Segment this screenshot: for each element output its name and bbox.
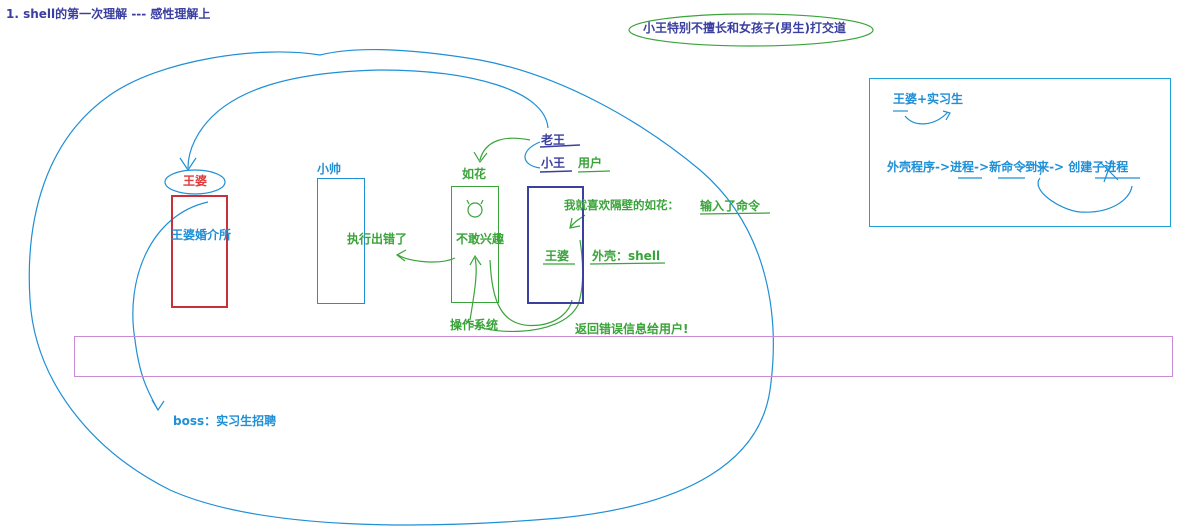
not-interested-label: 不敢兴趣	[456, 232, 505, 246]
shell-label: 外壳：shell	[592, 249, 661, 263]
shell-box	[527, 186, 584, 304]
right-panel-title: 王婆+实习生	[893, 92, 964, 106]
xiaoshuai-box	[317, 178, 365, 304]
laowang-label: 老王	[541, 133, 566, 147]
boss-arrow	[132, 201, 209, 411]
right-panel	[869, 78, 1171, 227]
error-label: 执行出错了	[347, 232, 408, 246]
user-label: 用户	[578, 156, 603, 170]
xiaoshuai-label: 小帅	[317, 162, 342, 176]
ruhua-box	[451, 186, 499, 303]
xiaowang-label: 小王	[541, 156, 566, 170]
wangpo-agency-box	[171, 195, 228, 308]
os-label: 操作系统	[450, 318, 499, 332]
wangpo-shell-label: 王婆	[545, 249, 570, 263]
page-heading: 1. shell的第一次理解 --- 感性理解上	[6, 7, 211, 21]
top-note: 小王特别不擅长和女孩子(男生)打交道	[643, 21, 846, 35]
laowang-to-wangpo-arrow	[187, 69, 549, 169]
right-panel-flow: 外壳程序->进程->新命令到来-> 创建子进程	[887, 160, 1129, 174]
big-ellipse-stroke	[28, 48, 774, 526]
boss-label: boss：实习生招聘	[173, 414, 277, 428]
ruhua-label: 如花	[462, 167, 487, 181]
like-ruhua-label: 我就喜欢隔壁的如花：	[564, 198, 679, 212]
wangpo-top-label: 王婆	[183, 174, 208, 188]
os-band	[74, 336, 1173, 377]
wangpo-agency-label: 王婆婚介所	[171, 228, 232, 242]
input-cmd-label: 输入了命令	[700, 199, 761, 213]
return-error-label: 返回错误信息给用户!	[575, 322, 689, 336]
